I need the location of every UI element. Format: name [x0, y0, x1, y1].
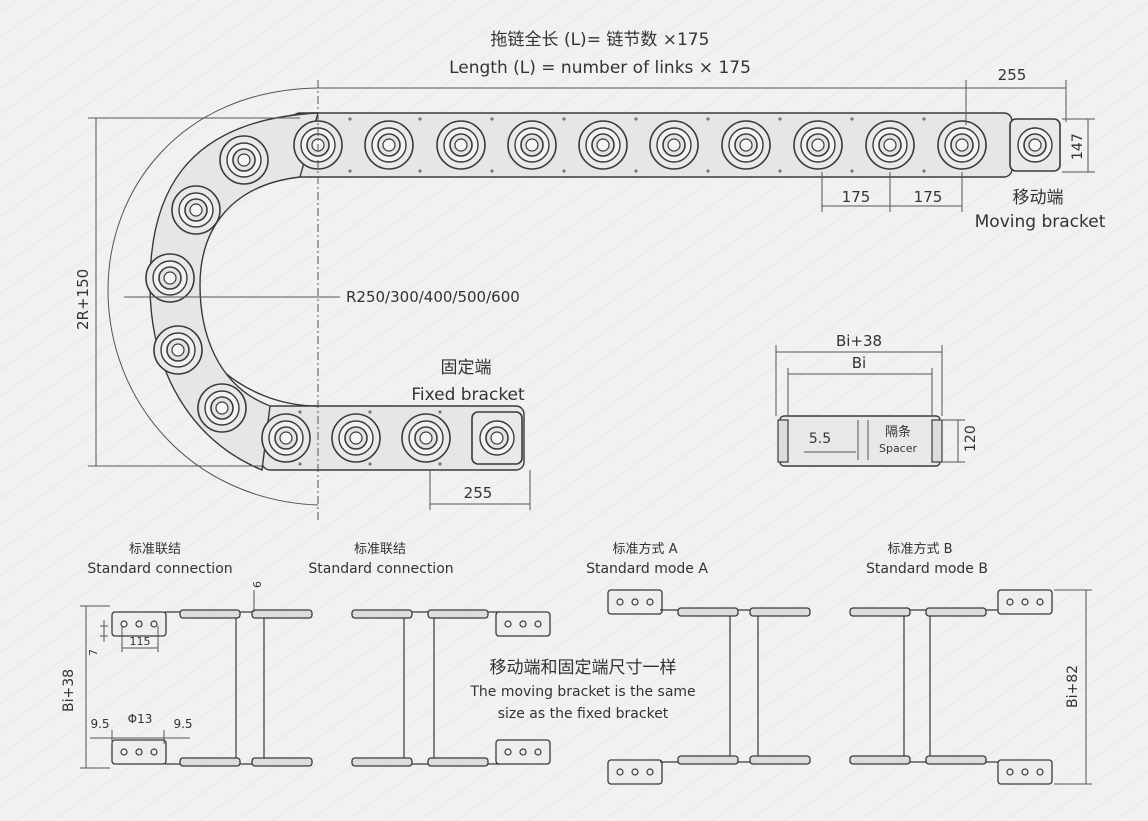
- title-zh: 拖链全长 (L)= 链节数 ×175: [490, 30, 710, 50]
- note-zh: 移动端和固定端尺寸一样: [489, 658, 677, 678]
- dim-link-pitch-1: 175: [841, 188, 871, 206]
- dimension-lines: [88, 80, 1095, 520]
- dim-fixed-end-length: 255: [463, 484, 493, 502]
- connection-diagram-3: [607, 589, 811, 785]
- connection-3-zh: 标准方式 A: [612, 542, 678, 557]
- fixed-bracket-label-en: Fixed bracket: [411, 385, 525, 405]
- connection-diagram-2: [351, 609, 551, 767]
- dim-mount-offset: 7: [87, 649, 100, 656]
- dim-moving-end-length: 255: [997, 66, 1027, 84]
- dim-edge-left: 9.5: [90, 717, 110, 731]
- fixed-bracket-end: [471, 411, 523, 465]
- dim-outer-width: Bi+38: [835, 332, 883, 350]
- dim-hole-dia: Φ13: [127, 712, 153, 726]
- connection-2-en: Standard connection: [308, 561, 454, 577]
- dim-edge-right: 9.5: [173, 717, 193, 731]
- connection-1-en: Standard connection: [87, 561, 233, 577]
- connection-1-zh: 标准联结: [128, 542, 182, 557]
- fixed-bracket-label-zh: 固定端: [440, 358, 492, 378]
- dim-moving-end-height: 147: [1070, 133, 1086, 160]
- spacer-label-en: Spacer: [878, 442, 918, 455]
- dim-side-height-left: Bi+38: [61, 668, 77, 712]
- note-en-line2: size as the fixed bracket: [497, 706, 669, 722]
- connection-4-en: Standard mode B: [866, 561, 988, 577]
- spacer-section: [777, 415, 943, 467]
- dim-side-height-right: Bi+82: [1065, 664, 1081, 708]
- moving-bracket-label-zh: 移动端: [1012, 188, 1064, 208]
- title-en: Length (L) = number of links × 175: [449, 58, 751, 78]
- spacer-label-zh: 隔条: [884, 425, 912, 440]
- dim-link-pitch-2: 175: [913, 188, 943, 206]
- dim-inner-width: Bi: [851, 354, 867, 372]
- connection-diagram-4: [849, 589, 1092, 785]
- moving-bracket-label-en: Moving bracket: [974, 212, 1106, 232]
- dim-overall-height: 2R+150: [74, 268, 92, 330]
- dim-mount-hole-spacing: 115: [129, 635, 151, 648]
- dim-spacer-gap: 5.5: [808, 431, 832, 447]
- dim-spacer-height: 120: [963, 425, 979, 452]
- note-en-line1: The moving bracket is the same: [470, 684, 696, 700]
- dim-mount-gap: 6: [251, 581, 264, 588]
- connection-4-zh: 标准方式 B: [887, 542, 953, 557]
- dim-radius: R250/300/400/500/600: [346, 288, 520, 306]
- connection-diagram-1: [80, 590, 313, 769]
- connection-3-en: Standard mode A: [586, 561, 708, 577]
- moving-bracket-end: [1009, 118, 1061, 172]
- connection-2-zh: 标准联结: [353, 542, 407, 557]
